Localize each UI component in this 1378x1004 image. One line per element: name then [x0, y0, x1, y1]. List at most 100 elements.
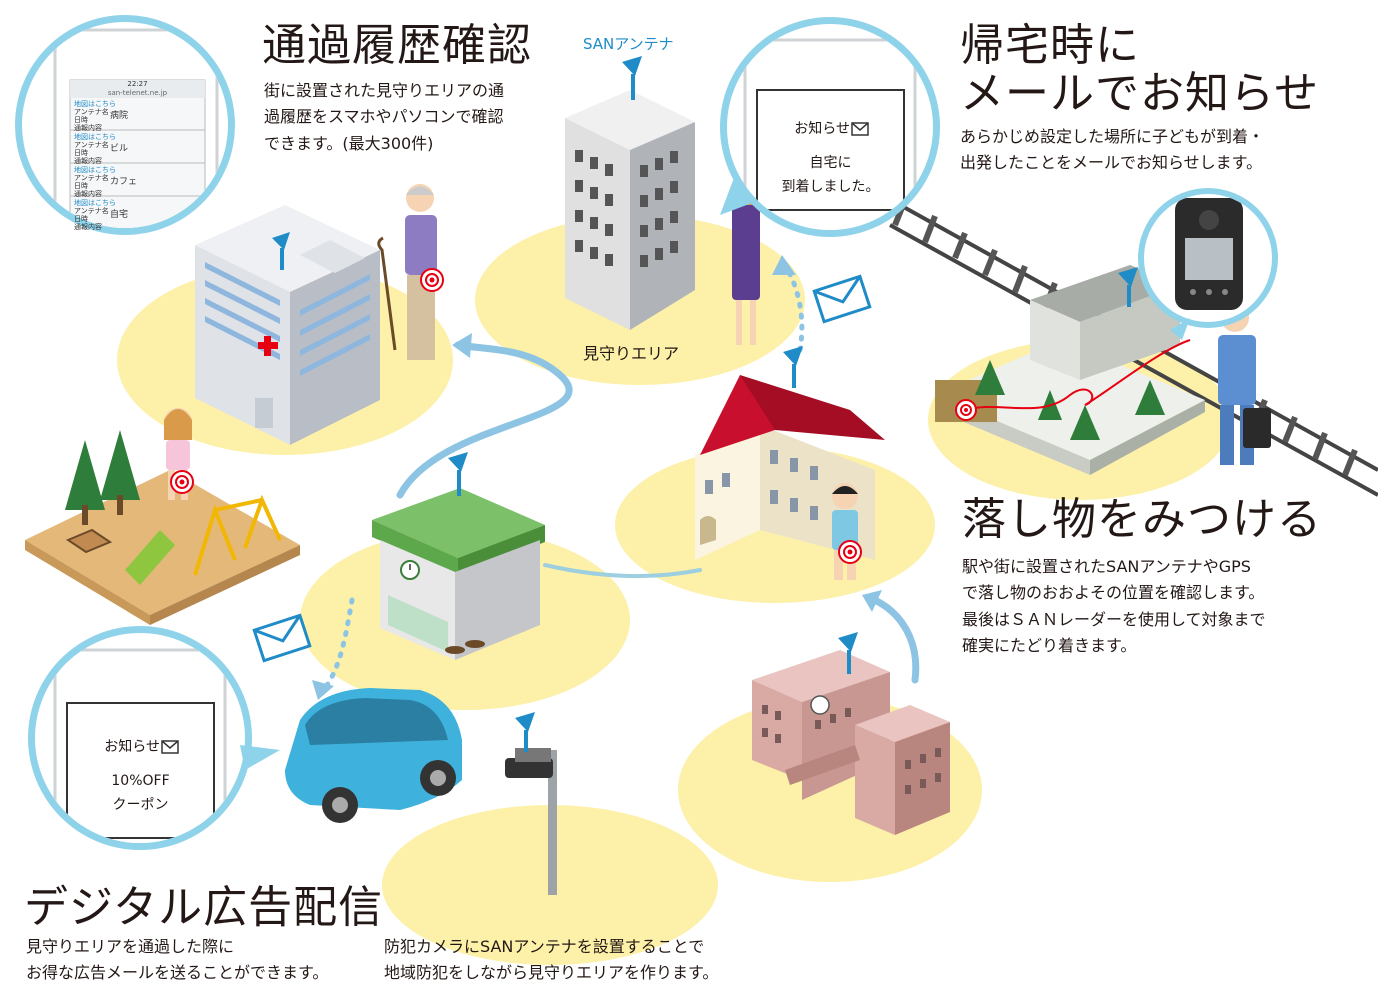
lost-item-desc-line: 駅や街に設置されたSANアンテナやGPS: [962, 557, 1251, 576]
field-label: アンテナ名: [74, 174, 109, 183]
lost-item-title: 落し物をみつける: [962, 494, 1322, 545]
red-trail: [964, 339, 1191, 411]
coupon-body-line: クーポン: [112, 796, 169, 813]
lost-item-desc-line: で落し物のおおよその位置を確認します。: [962, 583, 1265, 603]
lost-item-desc-line: 最後はＳＡＮレーダーを使用して対象まで: [962, 609, 1266, 629]
arrow-school-to-house: [866, 594, 920, 684]
antenna-icon: [1118, 267, 1138, 307]
camera-description: 防犯カメラにSANアンテナを設置することで 地域防犯をしながら見守りエリアを作り…: [384, 934, 718, 987]
history-entry: 地図はこちら アンテナ名 日時 通報内容: [74, 100, 116, 132]
target-icon: [170, 470, 194, 494]
tree: [100, 430, 140, 515]
history-place: ビル: [110, 144, 129, 154]
arrow-cafe-to-hospital: [396, 341, 573, 499]
mail-icon: [851, 122, 869, 136]
antenna-icon: [622, 56, 642, 100]
coupon-bubble: [28, 626, 280, 850]
child-boy: [832, 483, 862, 580]
camera-desc-line: 地域防犯をしながら見守りエリアを作ります。: [384, 963, 719, 983]
history-description: 街に設置された見守りエリアの通 過履歴をスマホやパソコンで確認 できます。(最大…: [264, 78, 504, 157]
camera-desc-line: 防犯カメラにSANアンテナを設置することで: [384, 937, 705, 956]
antenna-icon: [783, 346, 803, 388]
slide: [125, 530, 175, 585]
homecoming-desc-line: 出発したことをメールでお知らせします。: [960, 153, 1263, 173]
field-label: 通報内容: [74, 223, 102, 232]
san-antenna-label: SANアンテナ: [583, 35, 674, 53]
field-label: 日時: [74, 116, 88, 125]
coupon-notice-body: 10%OFF クーポン: [67, 770, 214, 818]
history-desc-line: できます。(最大300件): [264, 133, 434, 153]
antenna-icon: [448, 452, 468, 496]
playground: [25, 408, 300, 625]
map-link[interactable]: 地図はこちら: [74, 166, 116, 174]
history-place: 自宅: [110, 210, 129, 220]
house: [695, 375, 885, 560]
history-place: 病院: [110, 111, 129, 121]
mail-icon: [161, 740, 179, 754]
swing: [193, 494, 282, 576]
child-girl: [164, 408, 192, 500]
businessman: [1218, 304, 1271, 465]
antenna-icon: [515, 712, 535, 752]
digital-ad-desc-line: 見守りエリアを通過した際に: [26, 937, 235, 956]
arrow-head-house: [862, 590, 882, 612]
history-entry: 地図はこちら アンテナ名 日時 通報内容: [74, 166, 116, 198]
history-entry: 地図はこちら アンテナ名 日時 通報内容: [74, 133, 116, 165]
map-link[interactable]: 地図はこちら: [74, 199, 116, 207]
history-desc-line: 過履歴をスマホやパソコンで確認: [264, 107, 504, 127]
phone-status: 22:27: [127, 80, 148, 88]
map-link[interactable]: 地図はこちら: [74, 100, 116, 108]
arrival-notice-header: お知らせ: [794, 121, 850, 137]
field-label: アンテナ名: [74, 108, 109, 117]
digital-ad-description: 見守りエリアを通過した際に お得な広告メールを送ることができます。: [26, 934, 328, 987]
history-entry: 地図はこちら アンテナ名 日時 通報内容: [74, 199, 116, 231]
arrow-head-hospital: [452, 333, 472, 358]
office-tower: [565, 90, 695, 330]
history-place: カフェ: [110, 177, 138, 187]
watch-area-label: 見守りエリア: [583, 344, 680, 363]
device-bubble: [1138, 188, 1278, 340]
phone-url: san-telenet.ne.jp: [107, 89, 168, 97]
history-title: 通過履歴確認: [262, 20, 532, 71]
history-phone-screen: 22:27 san-telenet.ne.jp 地図はこちら アンテナ名 日時 …: [70, 80, 205, 240]
field-label: 日時: [74, 182, 88, 191]
arrow-head-office: [772, 255, 796, 275]
coupon-body-line: 10%OFF: [111, 773, 170, 789]
elderly-man: [377, 184, 444, 360]
history-bubble: [15, 15, 235, 235]
envelope-icon: [812, 274, 872, 324]
antenna-icon: [838, 632, 858, 674]
cafe-building: [372, 488, 545, 660]
map-link[interactable]: 地図はこちら: [74, 133, 116, 141]
red-cross-icon: [258, 336, 278, 356]
arrival-body-line: 自宅に: [809, 155, 852, 171]
field-label: 日時: [74, 149, 88, 158]
tree: [65, 440, 105, 525]
arrow-cafe-to-house: [543, 563, 702, 579]
arrival-notice-body: 自宅に 到着しました。: [757, 152, 904, 200]
history-desc-line: 街に設置された見守りエリアの通: [264, 81, 505, 100]
arrival-body-line: 到着しました。: [781, 178, 880, 195]
arrow-head-car: [312, 680, 334, 700]
field-label: 通報内容: [74, 124, 102, 133]
digital-ad-desc-line: お得な広告メールを送ることができます。: [26, 963, 329, 983]
school-building: [752, 650, 950, 835]
field-label: 日時: [74, 215, 88, 224]
field-label: アンテナ名: [74, 141, 109, 150]
field-label: 通報内容: [74, 157, 102, 166]
field-label: アンテナ名: [74, 207, 109, 216]
homecoming-title: 帰宅時に メールでお知らせ: [960, 20, 1320, 120]
homecoming-desc-line: あらかじめ設定した場所に子どもが到着・: [960, 127, 1265, 146]
digital-ad-title: デジタル広告配信: [24, 882, 384, 933]
homecoming-description: あらかじめ設定した場所に子どもが到着・ 出発したことをメールでお知らせします。: [960, 124, 1264, 177]
car: [285, 688, 462, 823]
envelope-icon: [252, 613, 312, 663]
field-label: 通報内容: [74, 190, 102, 199]
hospital-building: [195, 205, 380, 445]
homecoming-title-line: メールでお知らせ: [960, 68, 1320, 120]
antenna-icon: [272, 232, 290, 270]
homecoming-title-line: 帰宅時に: [960, 20, 1140, 71]
coupon-notice-header: お知らせ: [104, 739, 160, 755]
lost-item-description: 駅や街に設置されたSANアンテナやGPS で落し物のおおよその位置を確認します。…: [962, 554, 1266, 660]
